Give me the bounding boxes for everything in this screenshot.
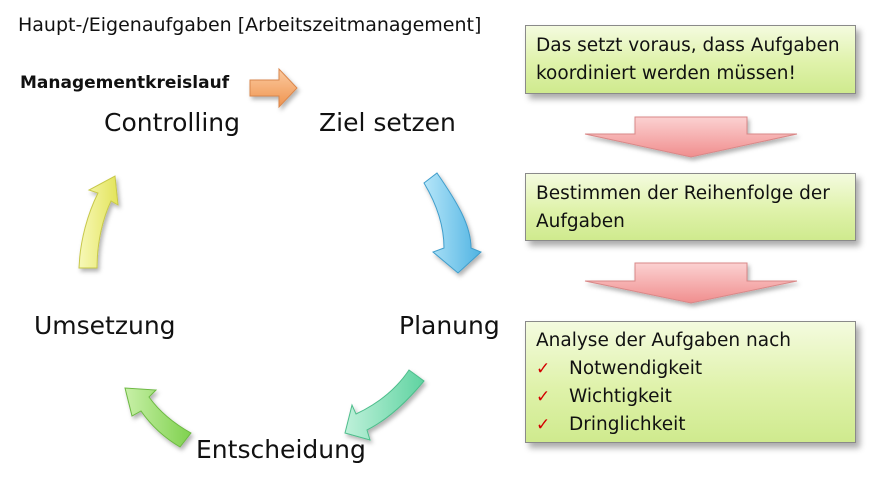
down-arrow-2 xyxy=(584,262,798,304)
checkmark-icon: ✓ xyxy=(536,387,551,407)
stage-umsetzung: Umsetzung xyxy=(34,311,176,340)
checkmark-icon: ✓ xyxy=(536,415,551,435)
down-arrow-1 xyxy=(584,116,798,158)
flow-box-1-line-2: koordiniert werden müssen! xyxy=(536,63,796,84)
arrow-ziel-to-planung xyxy=(423,172,482,274)
arrow-entscheidung-to-umsetzung xyxy=(124,387,192,448)
flow-box-3-title: Analyse der Aufgaben nach xyxy=(536,330,791,351)
checklist-item-label: Dringlichkeit xyxy=(569,414,686,435)
checklist-item: ✓ Wichtigkeit xyxy=(536,383,845,411)
arrow-umsetzung-to-controlling xyxy=(78,175,119,269)
arrow-controlling-to-ziel xyxy=(249,67,298,109)
flow-box-order: Bestimmen der Reihenfolge der Aufgaben xyxy=(525,173,856,241)
checkmark-icon: ✓ xyxy=(536,359,551,379)
flow-box-2-line-1: Bestimmen der Reihenfolge der xyxy=(536,183,830,204)
flow-box-coordination: Das setzt voraus, dass Aufgaben koordini… xyxy=(525,25,856,94)
stage-controlling: Controlling xyxy=(104,108,240,137)
stage-ziel-setzen: Ziel setzen xyxy=(319,108,456,137)
stage-entscheidung: Entscheidung xyxy=(196,435,366,464)
page-heading: Haupt-/Eigenaufgaben [Arbeitszeitmanagem… xyxy=(18,14,482,36)
flow-box-analysis: Analyse der Aufgaben nach ✓ Notwendigkeit… xyxy=(525,321,856,443)
stage-planung: Planung xyxy=(399,311,500,340)
arrow-planung-to-entscheidung xyxy=(344,369,425,441)
checklist-item-label: Notwendigkeit xyxy=(569,358,703,379)
checklist-item-label: Wichtigkeit xyxy=(569,386,672,407)
checklist-item: ✓ Notwendigkeit xyxy=(536,355,845,383)
cycle-title: Managementkreislauf xyxy=(20,73,230,93)
checklist-item: ✓ Dringlichkeit xyxy=(536,411,845,439)
flow-box-1-line-1: Das setzt voraus, dass Aufgaben xyxy=(536,35,840,56)
flow-box-2-line-2: Aufgaben xyxy=(536,211,625,232)
